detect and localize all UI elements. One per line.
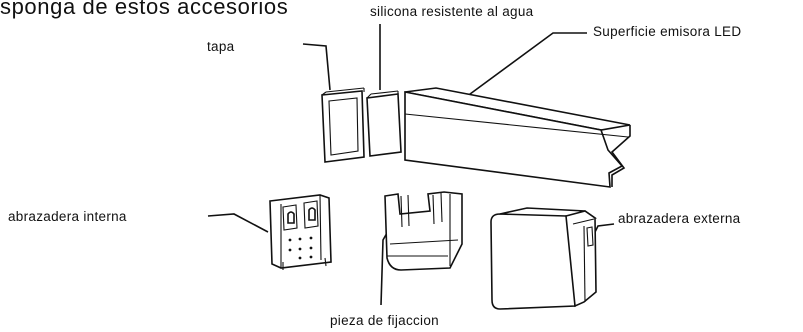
label-silicone: silicona resistente al agua	[370, 4, 534, 19]
leader-inner-clamp	[207, 213, 269, 233]
leader-led-surface	[465, 32, 587, 98]
inner-clamp-part	[269, 194, 332, 270]
label-cap: tapa	[207, 39, 235, 54]
leader-cap	[302, 43, 331, 91]
fixing-piece-part	[384, 191, 463, 271]
led-strip-part	[404, 87, 631, 188]
label-led-surface: Superficie emisora LED	[593, 24, 742, 39]
diagram-heading: sponga de estos accesorios	[0, 0, 289, 19]
cap-part	[321, 87, 365, 163]
label-outer-clamp: abrazadera externa	[618, 211, 741, 226]
label-inner-clamp: abrazadera interna	[8, 209, 127, 224]
outer-clamp-part	[490, 207, 597, 310]
silicone-part	[366, 90, 402, 157]
label-fixing-piece: pieza de fijaccion	[330, 313, 439, 328]
